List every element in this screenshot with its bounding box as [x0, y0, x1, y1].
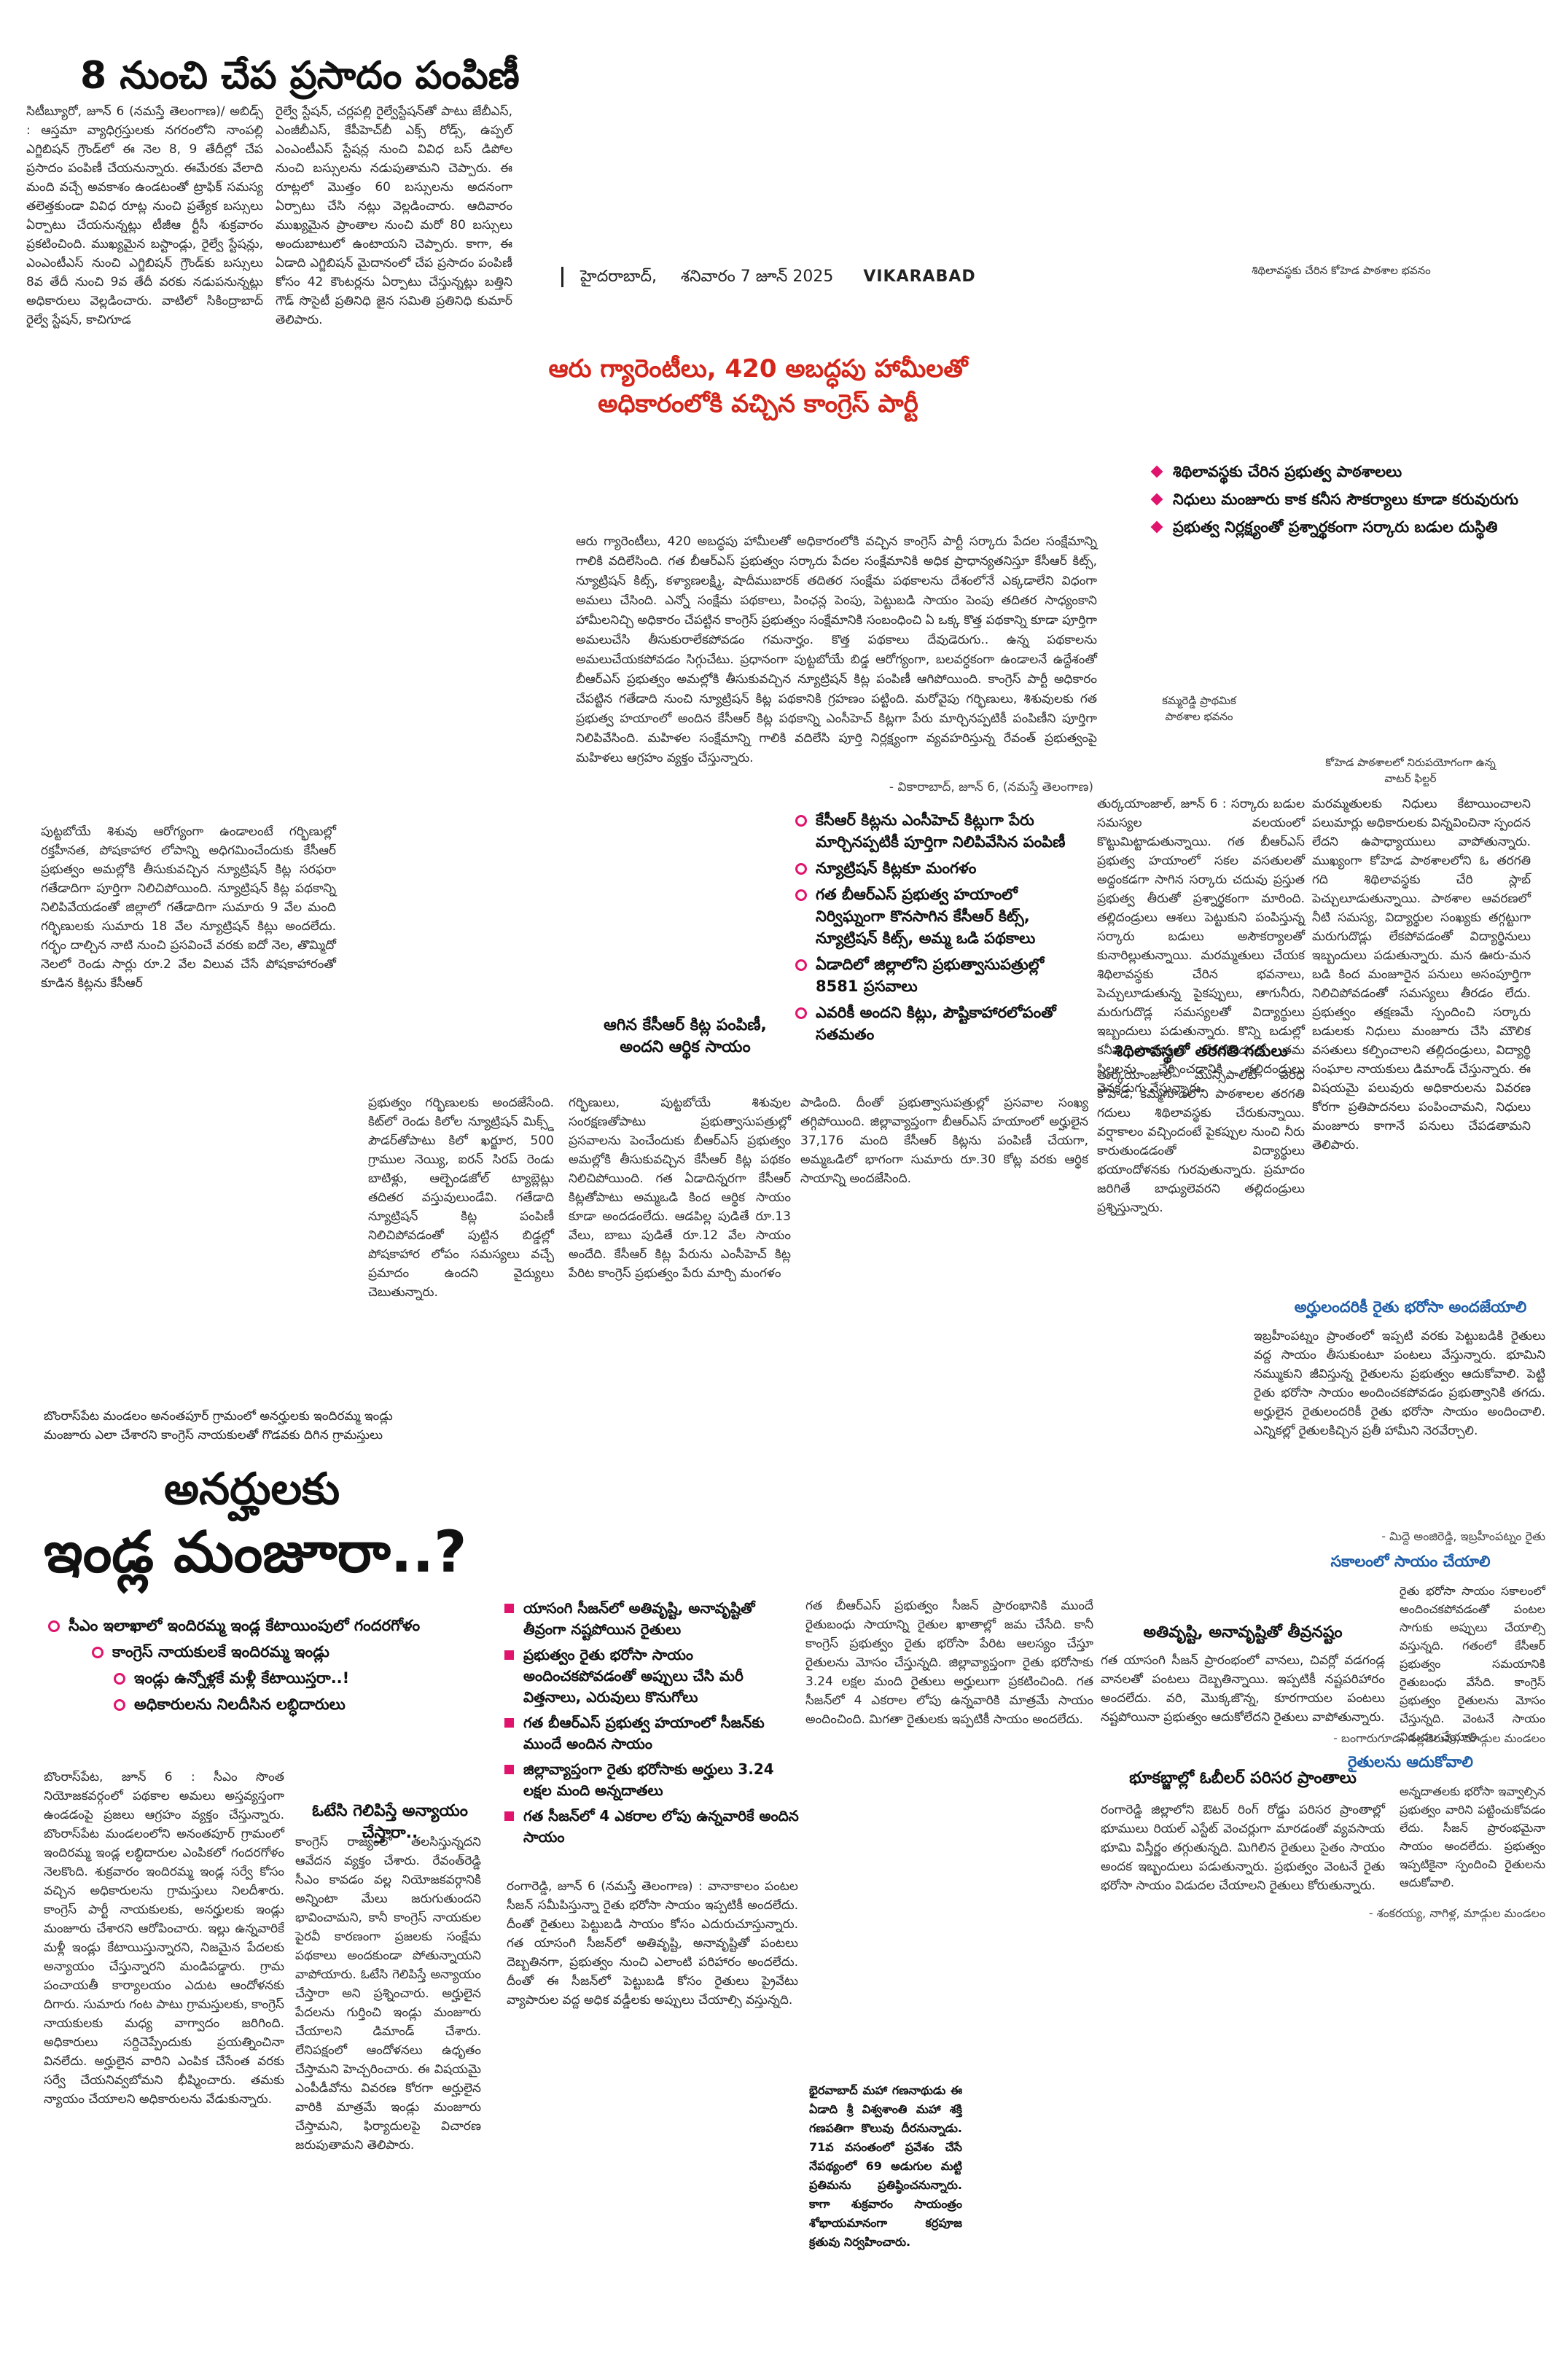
school-highlight: శిథిలావస్థకు చేరిన ప్రభుత్వ పాఠశాలలు	[1148, 461, 1556, 483]
housing-highlight: కాంగ్రెస్ నాయకులకే ఇందిరమ్మ ఇండ్లు	[87, 1641, 510, 1663]
farmer-col-1: రంగారెడ్డి, జూన్ 6 (నమస్తే తెలంగాణ) : వా…	[507, 1879, 798, 2008]
farmer-subhead-2: భూకబ్జాల్లో ఓబీలర్ పరిసర ప్రాంతాలు	[1129, 1769, 1357, 1787]
dateline-city: హైదరాబాద్,	[580, 268, 657, 286]
farmer-col-2: గత బీఆర్ఎస్ ప్రభుత్వం సీజన్ ప్రారంభానికి…	[805, 1599, 1093, 1727]
kits-col-a: ప్రభుత్వం గర్భిణులకు అందజేసేంది. కిట్‌లో…	[368, 1096, 554, 1300]
housing-kicker-line-1: బొంరాస్‌పేట మండలం అనంతపూర్ గ్రామంలో అనర్…	[44, 1409, 393, 1424]
farmer-highlight: జిల్లావ్యాప్తంగా రైతు భరోసాకు అర్హులు 3.…	[502, 1759, 800, 1801]
photo-mid-right-caption: కోహెడ పాఠశాలలో నిరుపయోగంగా ఉన్న వాటర్ ఫి…	[1325, 756, 1496, 785]
housing-subhead: ఓటేసి గెలిపిస్తే అన్యాయం చేస్తారా..	[312, 1802, 468, 1842]
housing-col-2: కాంగ్రెస్ రాజ్యంలో తలసిస్తున్నదని ఆవేదన …	[295, 1835, 481, 2153]
quote-2-heading: సకాలంలో సాయం చేయాలి	[1330, 1553, 1491, 1570]
quote-1-byline: - మిద్దె అంజిరెడ్డి, ఇబ్రహీంపట్నం రైతు	[1381, 1529, 1545, 1543]
farmer-col-4: రంగారెడ్డి జిల్లాలోని ఔటర్ రింగ్ రోడ్డు …	[1101, 1803, 1385, 1893]
dateline: హైదరాబాద్, శనివారం 7 జూన్ 2025 VIKARABAD	[561, 264, 1188, 290]
quote-1-heading: అర్హులందరికీ రైతు భరోసా అందజేయాలి	[1294, 1298, 1527, 1316]
kits-col-b: గర్భిణులు, పుట్టబోయే శిశువుల సంరక్షణతోపా…	[569, 1096, 791, 1281]
housing-kicker-line-2: మంజూరు ఎలా చేశారని కాంగ్రెస్ నాయకులతో గొ…	[44, 1428, 383, 1443]
quote-3-body: అన్నదాతలకు భరోసా ఇవ్వాల్సిన ప్రభుత్వం వా…	[1400, 1784, 1545, 1889]
top-headline: 8 నుంచి చేప ప్రసాదం పంపిణీ	[80, 54, 520, 98]
school-subhead: శిథిలావస్థలో తరగతి గదులు	[1114, 1042, 1288, 1061]
housing-highlights: సీఎం ఇలాఖాలో ఇందిరమ్మ ఇండ్ల కేటాయింపులో …	[44, 1615, 510, 1720]
congress-headline: ఆరు గ్యారెంటీలు, 420 అబద్ధపు హామీలతో అధి…	[408, 351, 1108, 421]
quote-3-heading: రైతులను ఆదుకోవాలి	[1348, 1753, 1473, 1771]
congress-headline-line-1: ఆరు గ్యారెంటీలు, 420 అబద్ధపు హామీలతో	[548, 354, 968, 383]
kit-highlight: కేసీఆర్ కిట్లను ఎంసీహెచ్ కిట్లుగా పేరు మ…	[791, 809, 1086, 853]
congress-body: ఆరు గ్యారెంటీలు, 420 అబద్ధపు హామీలతో అధి…	[576, 534, 1097, 765]
farmer-highlight: గత బీఆర్ఎస్ ప్రభుత్వ హయాంలో సీజన్‌కు ముం…	[502, 1712, 800, 1755]
school-col-2: మరమ్మతులకు నిధులు కేటాయించాలని పలుమార్లు…	[1312, 797, 1531, 1152]
housing-headline-1: అనర్హులకు	[164, 1464, 340, 1515]
farmer-col-3: గత యాసంగి సీజన్ ప్రారంభంలో వానలు, చివర్ల…	[1101, 1653, 1385, 1725]
kits-left-col: పుట్టబోయే శిశువు ఆరోగ్యంగా ఉండాలంటే గర్భ…	[41, 824, 336, 991]
school-highlight: ప్రభుత్వ నిర్లక్ష్యంతో ప్రశ్నార్థకంగా సర…	[1148, 516, 1556, 538]
kit-highlight: గత బీఆర్ఎస్ ప్రభుత్వ హయాంలో నిర్విఘ్నంగా…	[791, 883, 1086, 949]
housing-headline-2: ఇండ్ల మంజూరా..?	[44, 1520, 467, 1585]
kit-highlight: ఎవరికీ అందని కిట్లు, పౌష్టికాహారలోపంతో స…	[791, 1002, 1086, 1045]
farmer-highlight: యాసంగి సీజన్‌లో అతివృష్టి, అనావృష్టితో త…	[502, 1598, 800, 1640]
housing-highlight: ఇండ్లు ఉన్నోళ్లకే మళ్లీ కేటాయిస్తరా..!	[109, 1667, 510, 1689]
school-col-1b: తుర్కయాంజాల్ మున్సిపాలిటీ పరిధి కోహెడ, క…	[1097, 1068, 1305, 1215]
quote-3-byline: - శంకరయ్య, నాగిళ్ల, మాడ్గుల మండలం	[1368, 1906, 1545, 1920]
top-story-col-1: సిటీబ్యూరో, జూన్ 6 (నమస్తే తెలంగాణ)/ అబి…	[26, 104, 263, 327]
photo-top-right-caption: శిథిలావస్థకు చేరిన కోహెడ పాఠశాల భవనం	[1252, 264, 1431, 277]
kits-subhead: ఆగిన కేసీఆర్ కిట్ల పంపిణీ, అందని ఆర్థిక …	[604, 1016, 767, 1056]
photo-mid-left-caption: కమ్మరెడ్డి ప్రాథమిక పాఠశాల భవనం	[1162, 694, 1236, 723]
quote-2-body: రైతు భరోసా సాయం సకాలంలో అందించకపోవడంతో ప…	[1400, 1584, 1545, 1744]
top-story-col-2: రైల్వే స్టేషన్, చర్లపల్లి రైల్వేస్టేషన్‌…	[276, 104, 512, 327]
quote-1-body: ఇబ్రహీంపట్నం ప్రాంతంలో ఇప్పటి వరకు పెట్ట…	[1254, 1329, 1545, 1438]
dateline-date: శనివారం 7 జూన్ 2025	[680, 268, 834, 286]
kits-col-c: పాడింది. దీంతో ప్రభుత్వాసుపత్రుల్లో ప్రస…	[800, 1096, 1088, 1186]
farmer-highlight: గత సీజన్‌లో 4 ఎకరాల లోపు ఉన్నవారికే అంది…	[502, 1806, 800, 1848]
housing-highlight: అధికారులను నిలదీసిన లబ్ధిదారులు	[109, 1693, 510, 1715]
quote-2-byline: - బంగారుగూడ, నల్లచెరువు, మాడ్గుల మండలం	[1333, 1731, 1545, 1745]
congress-headline-line-2: అధికారంలోకి వచ్చిన కాంగ్రెస్ పార్టీ	[598, 389, 918, 418]
congress-byline: - వికారాబాద్, జూన్ 6, (నమస్తే తెలంగాణ)	[889, 780, 1093, 795]
housing-col-1: బొంరాస్‌పేట, జూన్ 6 : సీఎం సొంత నియోజకవర…	[44, 1770, 284, 2107]
school-highlight: నిధులు మంజూరు కాక కనీస సౌకర్యాలు కూడా కర…	[1148, 488, 1556, 510]
kit-highlight: న్యూట్రిషన్ కిట్లకూ మంగళం	[791, 857, 1086, 879]
housing-highlight: సీఎం ఇలాఖాలో ఇందిరమ్మ ఇండ్ల కేటాయింపులో …	[44, 1615, 510, 1636]
farmer-subhead-1: అతివృష్టి, అనావృష్టితో తీవ్రనష్టం	[1143, 1623, 1343, 1642]
kit-highlight: ఏడాదిలో జిల్లాలోని ప్రభుత్వాసుపత్రుల్లో …	[791, 953, 1086, 997]
school-col-1: తుర్కయాంజాల్, జూన్ 6 : సర్కారు బడుల సమస్…	[1097, 797, 1305, 1096]
brief-box: భైరవాబాద్ మహా గణనాథుడు ఈ ఏడాది శ్రీ విశ్…	[809, 2083, 962, 2249]
farmer-highlights: యాసంగి సీజన్‌లో అతివృష్టి, అనావృష్టితో త…	[502, 1598, 800, 1852]
kit-highlights: కేసీఆర్ కిట్లను ఎంసీహెచ్ కిట్లుగా పేరు మ…	[791, 809, 1086, 1050]
farmer-highlight: ప్రభుత్వం రైతు భరోసా సాయం అందించకపోవడంతో…	[502, 1644, 800, 1708]
housing-kicker: బొంరాస్‌పేట మండలం అనంతపూర్ గ్రామంలో అనర్…	[44, 1407, 525, 1445]
school-highlights: శిథిలావస్థకు చేరిన ప్రభుత్వ పాఠశాలలు నిధ…	[1148, 461, 1556, 544]
edition-name: VIKARABAD	[863, 268, 976, 286]
